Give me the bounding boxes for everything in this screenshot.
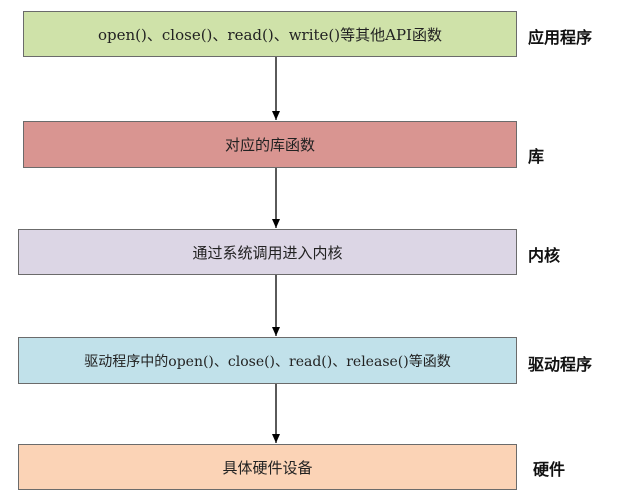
layer-box-hardware: 具体硬件设备 bbox=[18, 444, 517, 490]
layer-text-kernel: 通过系统调用进入内核 bbox=[192, 243, 343, 262]
layer-box-driver: 驱动程序中的open()、close()、read()、release()等函数 bbox=[18, 337, 517, 384]
layer-label-application: 应用程序 bbox=[528, 28, 593, 47]
layer-label-library: 库 bbox=[528, 147, 545, 166]
layer-text-driver: 驱动程序中的open()、close()、read()、release()等函数 bbox=[84, 353, 451, 370]
layer-box-application: open()、close()、read()、write()等其他API函数 bbox=[23, 11, 517, 57]
layer-label-driver: 驱动程序 bbox=[528, 355, 593, 374]
layer-box-kernel: 通过系统调用进入内核 bbox=[18, 229, 517, 275]
layer-box-library: 对应的库函数 bbox=[23, 121, 517, 168]
layer-label-kernel: 内核 bbox=[528, 246, 561, 265]
layer-text-library: 对应的库函数 bbox=[224, 136, 315, 154]
layer-text-application: open()、close()、read()、write()等其他API函数 bbox=[98, 25, 442, 44]
layer-label-hardware: 硬件 bbox=[533, 460, 566, 479]
layer-text-hardware: 具体硬件设备 bbox=[222, 458, 313, 477]
